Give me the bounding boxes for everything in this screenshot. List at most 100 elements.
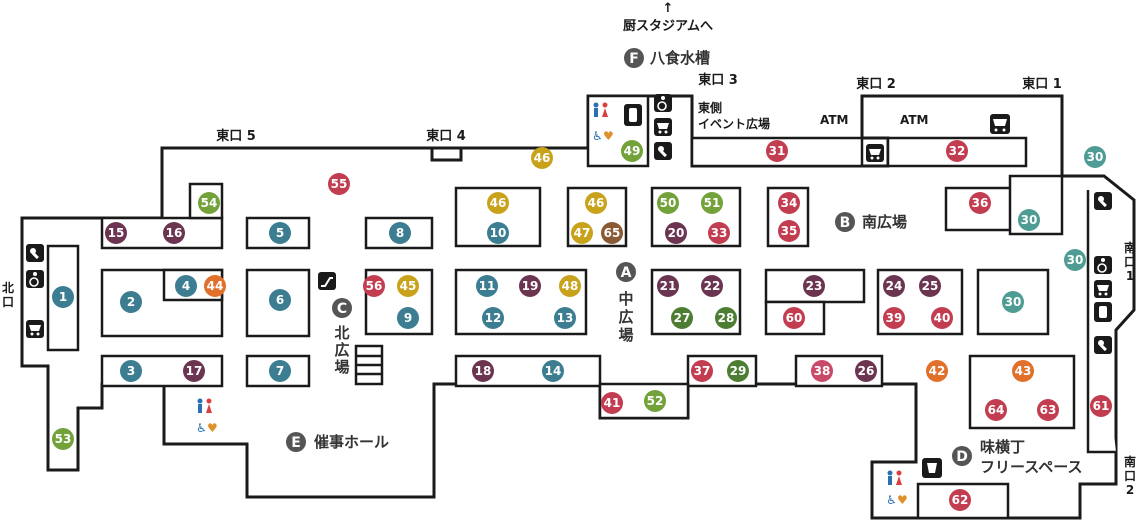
shop-marker-22[interactable]: 22	[701, 275, 723, 297]
shop-marker-53[interactable]: 53	[52, 428, 74, 450]
zone-e-label[interactable]: 催事ホール	[314, 433, 389, 451]
shop-marker-44[interactable]: 44	[204, 275, 226, 297]
shop-marker-46[interactable]: 46	[531, 147, 553, 169]
cup-icon[interactable]	[922, 458, 942, 478]
shop-marker-30[interactable]: 30	[1064, 249, 1086, 271]
shop-marker-31[interactable]: 31	[766, 140, 788, 162]
zone-d-label-2[interactable]: フリースペース	[980, 458, 1082, 476]
restroom-icon[interactable]: ♿♥	[886, 470, 908, 508]
cart-icon[interactable]	[866, 144, 884, 162]
shop-marker-12[interactable]: 12	[482, 307, 504, 329]
shop-marker-51[interactable]: 51	[701, 192, 723, 214]
gate-east-2[interactable]: 東口 2	[856, 76, 896, 92]
shop-marker-25[interactable]: 25	[919, 275, 941, 297]
shop-marker-35[interactable]: 35	[778, 220, 800, 242]
gate-east-4[interactable]: 東口 4	[426, 128, 466, 144]
cart-icon[interactable]	[654, 118, 672, 136]
zone-c-label-3[interactable]: 場	[334, 358, 349, 376]
shop-marker-27[interactable]: 27	[671, 307, 693, 329]
gate-south2-2[interactable]: 口	[1124, 469, 1136, 483]
shop-marker-60[interactable]: 60	[783, 307, 805, 329]
shop-marker-54[interactable]: 54	[198, 192, 220, 214]
event-square-label-1[interactable]: 東側	[698, 100, 722, 115]
shop-marker-19[interactable]: 19	[519, 275, 541, 297]
shop-marker-52[interactable]: 52	[644, 390, 666, 412]
shop-marker-3[interactable]: 3	[120, 360, 142, 382]
zone-c-label-1[interactable]: 北	[334, 324, 349, 342]
shop-marker-23[interactable]: 23	[803, 275, 825, 297]
shop-marker-49[interactable]: 49	[621, 140, 643, 162]
shop-marker-40[interactable]: 40	[931, 307, 953, 329]
escalator-icon[interactable]	[318, 272, 336, 290]
wheelchair-icon[interactable]	[654, 94, 672, 112]
shop-marker-64[interactable]: 64	[985, 399, 1007, 421]
wheelchair-icon[interactable]	[1094, 256, 1112, 274]
zone-b-label[interactable]: 南広場	[862, 213, 907, 231]
shop-marker-30[interactable]: 30	[1018, 209, 1040, 231]
shop-marker-11[interactable]: 11	[476, 275, 498, 297]
restroom-icon[interactable]: ♿♥	[196, 398, 218, 436]
gate-east-5[interactable]: 東口 5	[216, 128, 256, 144]
event-square-label-2[interactable]: イベント広場	[698, 116, 770, 131]
shop-marker-7[interactable]: 7	[269, 360, 291, 382]
shop-marker-13[interactable]: 13	[554, 307, 576, 329]
shop-marker-16[interactable]: 16	[163, 222, 185, 244]
shop-marker-4[interactable]: 4	[175, 275, 197, 297]
shop-marker-28[interactable]: 28	[715, 307, 737, 329]
shop-marker-33[interactable]: 33	[708, 222, 730, 244]
shop-marker-61[interactable]: 61	[1090, 395, 1112, 417]
gate-south2-3[interactable]: 2	[1126, 483, 1134, 497]
phone-icon[interactable]	[26, 244, 44, 262]
cart-icon[interactable]	[26, 320, 44, 338]
shop-marker-21[interactable]: 21	[657, 275, 679, 297]
gate-south1-3[interactable]: 1	[1126, 269, 1134, 283]
shop-marker-8[interactable]: 8	[389, 222, 411, 244]
shop-marker-34[interactable]: 34	[778, 192, 800, 214]
shop-marker-29[interactable]: 29	[727, 360, 749, 382]
shop-marker-6[interactable]: 6	[269, 289, 291, 311]
shop-marker-10[interactable]: 10	[487, 222, 509, 244]
shop-marker-30[interactable]: 30	[1084, 146, 1106, 168]
shop-marker-65[interactable]: 65	[601, 222, 623, 244]
shop-marker-41[interactable]: 41	[601, 392, 623, 414]
gate-north-2[interactable]: 口	[2, 295, 14, 309]
shop-marker-20[interactable]: 20	[665, 222, 687, 244]
phone-icon[interactable]	[1094, 336, 1112, 354]
restroom-icon[interactable]: ♿♥	[592, 102, 614, 144]
shop-marker-24[interactable]: 24	[883, 275, 905, 297]
shop-marker-39[interactable]: 39	[883, 307, 905, 329]
shop-marker-48[interactable]: 48	[559, 275, 581, 297]
shop-marker-56[interactable]: 56	[363, 275, 385, 297]
zone-f-label[interactable]: 八食水槽	[649, 49, 710, 67]
gate-east-3[interactable]: 東口 3	[698, 72, 738, 88]
shop-marker-18[interactable]: 18	[472, 360, 494, 382]
cart-icon[interactable]	[990, 114, 1010, 134]
shop-marker-17[interactable]: 17	[183, 360, 205, 382]
shop-marker-46[interactable]: 46	[585, 192, 607, 214]
phone-icon[interactable]	[624, 104, 642, 126]
shop-marker-9[interactable]: 9	[397, 307, 419, 329]
shop-marker-63[interactable]: 63	[1037, 399, 1059, 421]
shop-marker-55[interactable]: 55	[328, 173, 350, 195]
shop-marker-37[interactable]: 37	[691, 360, 713, 382]
gate-south1-2[interactable]: 口	[1124, 255, 1136, 269]
shop-marker-36[interactable]: 36	[969, 192, 991, 214]
atm-label-1[interactable]: ATM	[820, 113, 848, 127]
gate-north-1[interactable]: 北	[2, 280, 14, 295]
shop-marker-45[interactable]: 45	[397, 275, 419, 297]
shop-marker-32[interactable]: 32	[946, 140, 968, 162]
wheelchair-icon[interactable]	[26, 270, 44, 288]
shop-marker-47[interactable]: 47	[571, 222, 593, 244]
shop-marker-14[interactable]: 14	[542, 360, 564, 382]
shop-marker-26[interactable]: 26	[855, 360, 877, 382]
phone-icon[interactable]	[1094, 302, 1112, 322]
shop-marker-42[interactable]: 42	[926, 360, 948, 382]
gate-south2-1[interactable]: 南	[1124, 454, 1136, 469]
zone-c-label-2[interactable]: 広	[334, 341, 349, 359]
shop-marker-46[interactable]: 46	[487, 192, 509, 214]
stadium-direction[interactable]: 厨スタジアムへ	[623, 19, 713, 34]
zone-a-label-2[interactable]: 広	[618, 308, 633, 326]
zone-d-label-1[interactable]: 味横丁	[980, 438, 1025, 456]
phone-icon[interactable]	[654, 142, 672, 160]
cart-icon[interactable]	[1094, 280, 1112, 298]
